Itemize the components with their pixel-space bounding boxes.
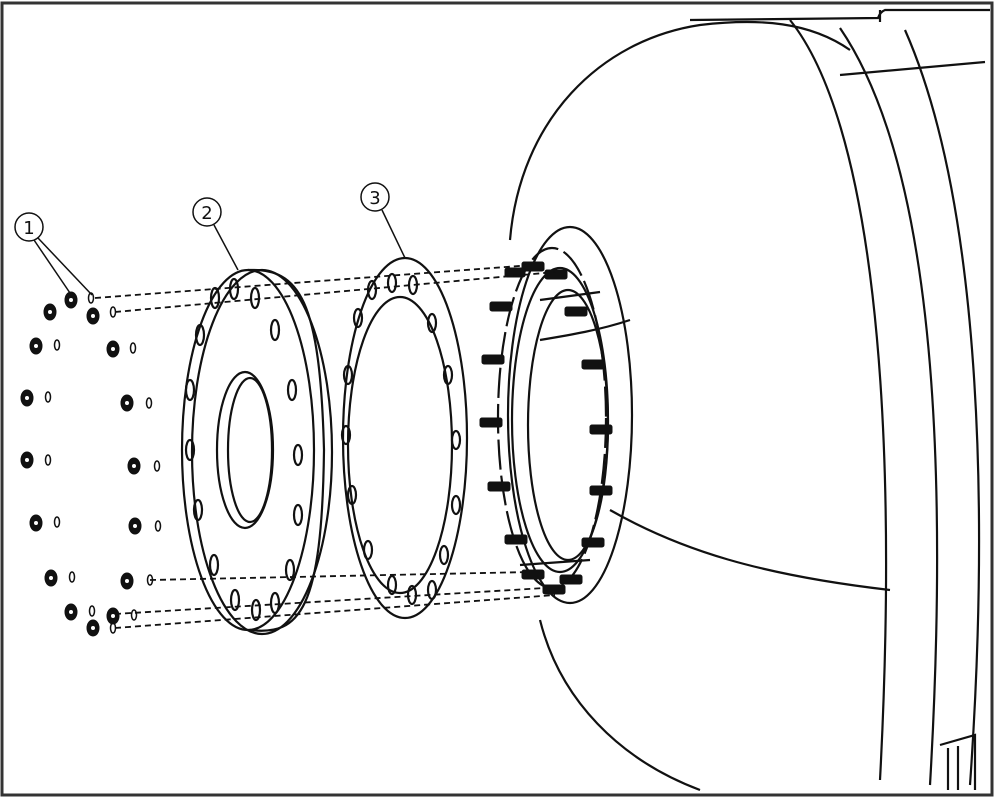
alignment-lines	[94, 264, 556, 629]
nut-holes	[25, 298, 137, 630]
gasket	[340, 256, 469, 620]
blind-flange	[180, 268, 334, 636]
vessel-nozzle-flange	[496, 225, 634, 605]
callout-2: 2	[192, 197, 239, 271]
vessel-body	[508, 8, 990, 792]
callout-1: 1	[14, 212, 93, 296]
washers	[44, 292, 162, 634]
nuts	[20, 291, 142, 637]
studs	[479, 261, 613, 595]
callout-3-label: 3	[369, 188, 380, 209]
callout-3: 3	[360, 182, 406, 259]
callout-1-label: 1	[23, 218, 34, 239]
callout-2-label: 2	[201, 203, 212, 224]
